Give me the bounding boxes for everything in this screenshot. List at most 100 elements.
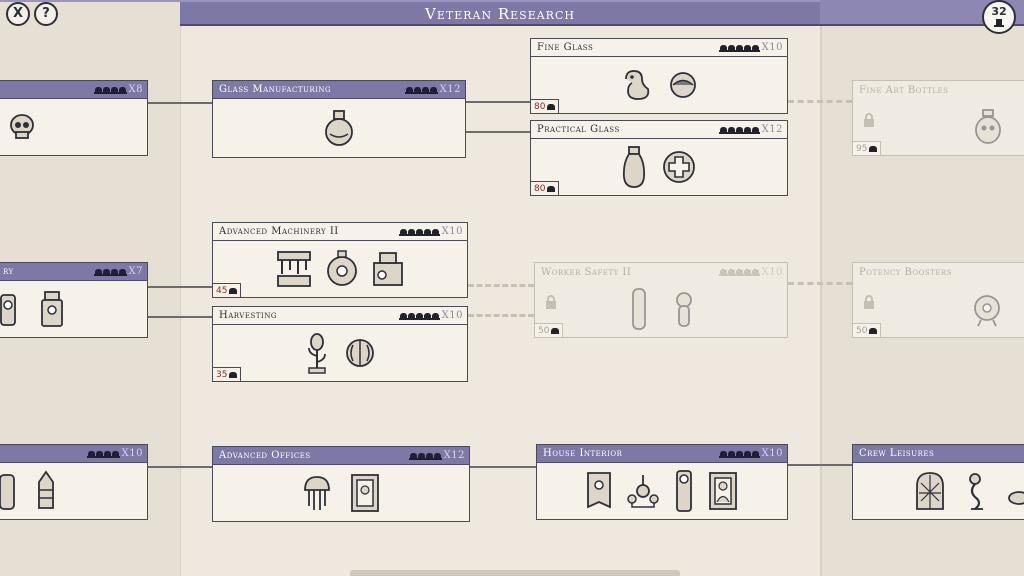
- research-node-left-mid[interactable]: ry X7: [0, 262, 148, 338]
- stone-icon: [1008, 491, 1024, 505]
- node-multiplier: X10: [761, 42, 783, 53]
- node-icons: [531, 57, 787, 113]
- node-header: House Interior X10: [537, 445, 787, 463]
- dashed-connector: [788, 282, 852, 285]
- research-node-worker-safety-ii[interactable]: Worker Safety II X10 50: [534, 262, 788, 338]
- top-hat-icon: [994, 19, 1004, 27]
- dashed-connector: [468, 284, 534, 287]
- research-node-fine-art-bottles[interactable]: Fine Art Bottles 95: [852, 80, 1024, 156]
- tier-hats-icon: [93, 268, 127, 276]
- node-title: Advanced Offices: [219, 450, 311, 461]
- help-button[interactable]: ?: [34, 2, 58, 26]
- node-title: Practical Glass: [537, 124, 620, 135]
- top-hat-icon: [869, 145, 878, 152]
- node-tier: X10: [398, 226, 463, 237]
- node-tier: X8: [93, 84, 143, 95]
- stained-window-icon: [916, 472, 944, 510]
- research-node-advanced-machinery-ii[interactable]: Advanced Machinery II X10 45: [212, 222, 468, 298]
- connector-line: [148, 466, 212, 468]
- node-header: Potency Boosters: [853, 263, 1024, 281]
- node-title: Glass Manufacturing: [219, 84, 332, 95]
- node-cost: 50: [535, 323, 564, 337]
- dashed-connector: [788, 100, 852, 103]
- node-header: Practical Glass X12: [531, 121, 787, 139]
- node-icons: [213, 241, 467, 297]
- tier-hats-icon: [93, 86, 127, 94]
- node-icons: [0, 281, 147, 337]
- node-header: X10: [0, 445, 147, 463]
- node-cost: 45: [213, 283, 242, 297]
- node-header: Fine Art Bottles: [853, 81, 1024, 99]
- research-node-potency-boosters[interactable]: Potency Boosters 50: [852, 262, 1024, 338]
- lock-icon: [864, 113, 874, 127]
- research-node-glass-manufacturing[interactable]: Glass Manufacturing X12: [212, 80, 466, 158]
- research-node-left-bottom[interactable]: X10: [0, 444, 148, 520]
- node-multiplier: X10: [121, 448, 143, 459]
- connector-line: [148, 286, 212, 288]
- tier-hats-icon: [718, 44, 760, 52]
- research-node-harvesting[interactable]: Harvesting X10 35: [212, 306, 468, 382]
- node-cost-value: 50: [856, 325, 868, 336]
- top-hat-icon: [547, 103, 556, 110]
- node-title: Harvesting: [219, 310, 277, 321]
- node-icons: [853, 99, 1024, 155]
- first-aid-icon: [663, 151, 695, 183]
- research-node-practical-glass[interactable]: Practical Glass X12 80: [530, 120, 788, 196]
- node-multiplier: X7: [128, 266, 143, 277]
- connector-line: [466, 101, 530, 103]
- glass-swan-icon: [625, 70, 650, 100]
- lantern-tower-icon: [41, 291, 63, 327]
- top-hat-icon: [229, 287, 238, 294]
- node-multiplier: X12: [443, 450, 465, 461]
- page-title: Veteran Research: [180, 2, 820, 26]
- node-multiplier: X12: [439, 84, 461, 95]
- node-header: Glass Manufacturing X12: [213, 81, 465, 99]
- chandelier-icon: [627, 475, 659, 508]
- booster-orb-icon: [974, 295, 1000, 327]
- node-tier: X7: [93, 266, 143, 277]
- node-cost-value: 35: [216, 369, 228, 380]
- node-multiplier: X10: [761, 448, 783, 459]
- node-multiplier: X8: [128, 84, 143, 95]
- node-title: Advanced Machinery II: [219, 226, 339, 237]
- gear-machine-icon: [327, 250, 357, 286]
- node-tier: X12: [718, 124, 783, 135]
- seed-pod-icon: [346, 339, 374, 367]
- research-node-advanced-offices[interactable]: Advanced Offices X12: [212, 446, 470, 522]
- research-node-fine-glass[interactable]: Fine Glass X10 80: [530, 38, 788, 114]
- research-node-house-interior[interactable]: House Interior X10: [536, 444, 788, 520]
- node-header: Crew Leisures: [853, 445, 1024, 463]
- flask-icon: [325, 110, 353, 146]
- top-hat-icon: [229, 371, 238, 378]
- node-tier: X12: [408, 450, 465, 461]
- research-node-left-top[interactable]: X8: [0, 80, 148, 156]
- tier-hats-icon: [718, 450, 760, 458]
- connector-line: [148, 102, 212, 104]
- dashed-connector: [468, 314, 534, 317]
- glass-orb-icon: [670, 72, 696, 98]
- research-node-crew-leisures[interactable]: Crew Leisures: [852, 444, 1024, 520]
- node-icons: [537, 463, 787, 519]
- plant-icon: [308, 333, 326, 374]
- node-header: Advanced Machinery II X10: [213, 223, 467, 241]
- close-button[interactable]: X: [6, 2, 30, 26]
- node-cost-value: 95: [856, 143, 868, 154]
- connector-line: [788, 464, 852, 466]
- tier-hats-icon: [404, 86, 438, 94]
- node-tier: X10: [86, 448, 143, 459]
- node-multiplier: X10: [761, 266, 783, 278]
- press-machine-icon: [373, 252, 403, 286]
- node-tier: X10: [718, 266, 783, 278]
- framed-painting-icon: [351, 474, 379, 512]
- horizontal-scrollbar[interactable]: [350, 570, 680, 576]
- node-title: Worker Safety II: [541, 266, 632, 278]
- node-cost: 35: [213, 367, 242, 381]
- tier-hats-icon: [398, 228, 440, 236]
- node-cost: 50: [853, 323, 882, 337]
- connector-line: [470, 466, 536, 468]
- node-cost-value: 50: [538, 325, 550, 336]
- top-hat-icon: [869, 327, 878, 334]
- node-icons: [0, 99, 147, 155]
- node-title: House Interior: [543, 448, 623, 459]
- node-icons: [535, 281, 787, 337]
